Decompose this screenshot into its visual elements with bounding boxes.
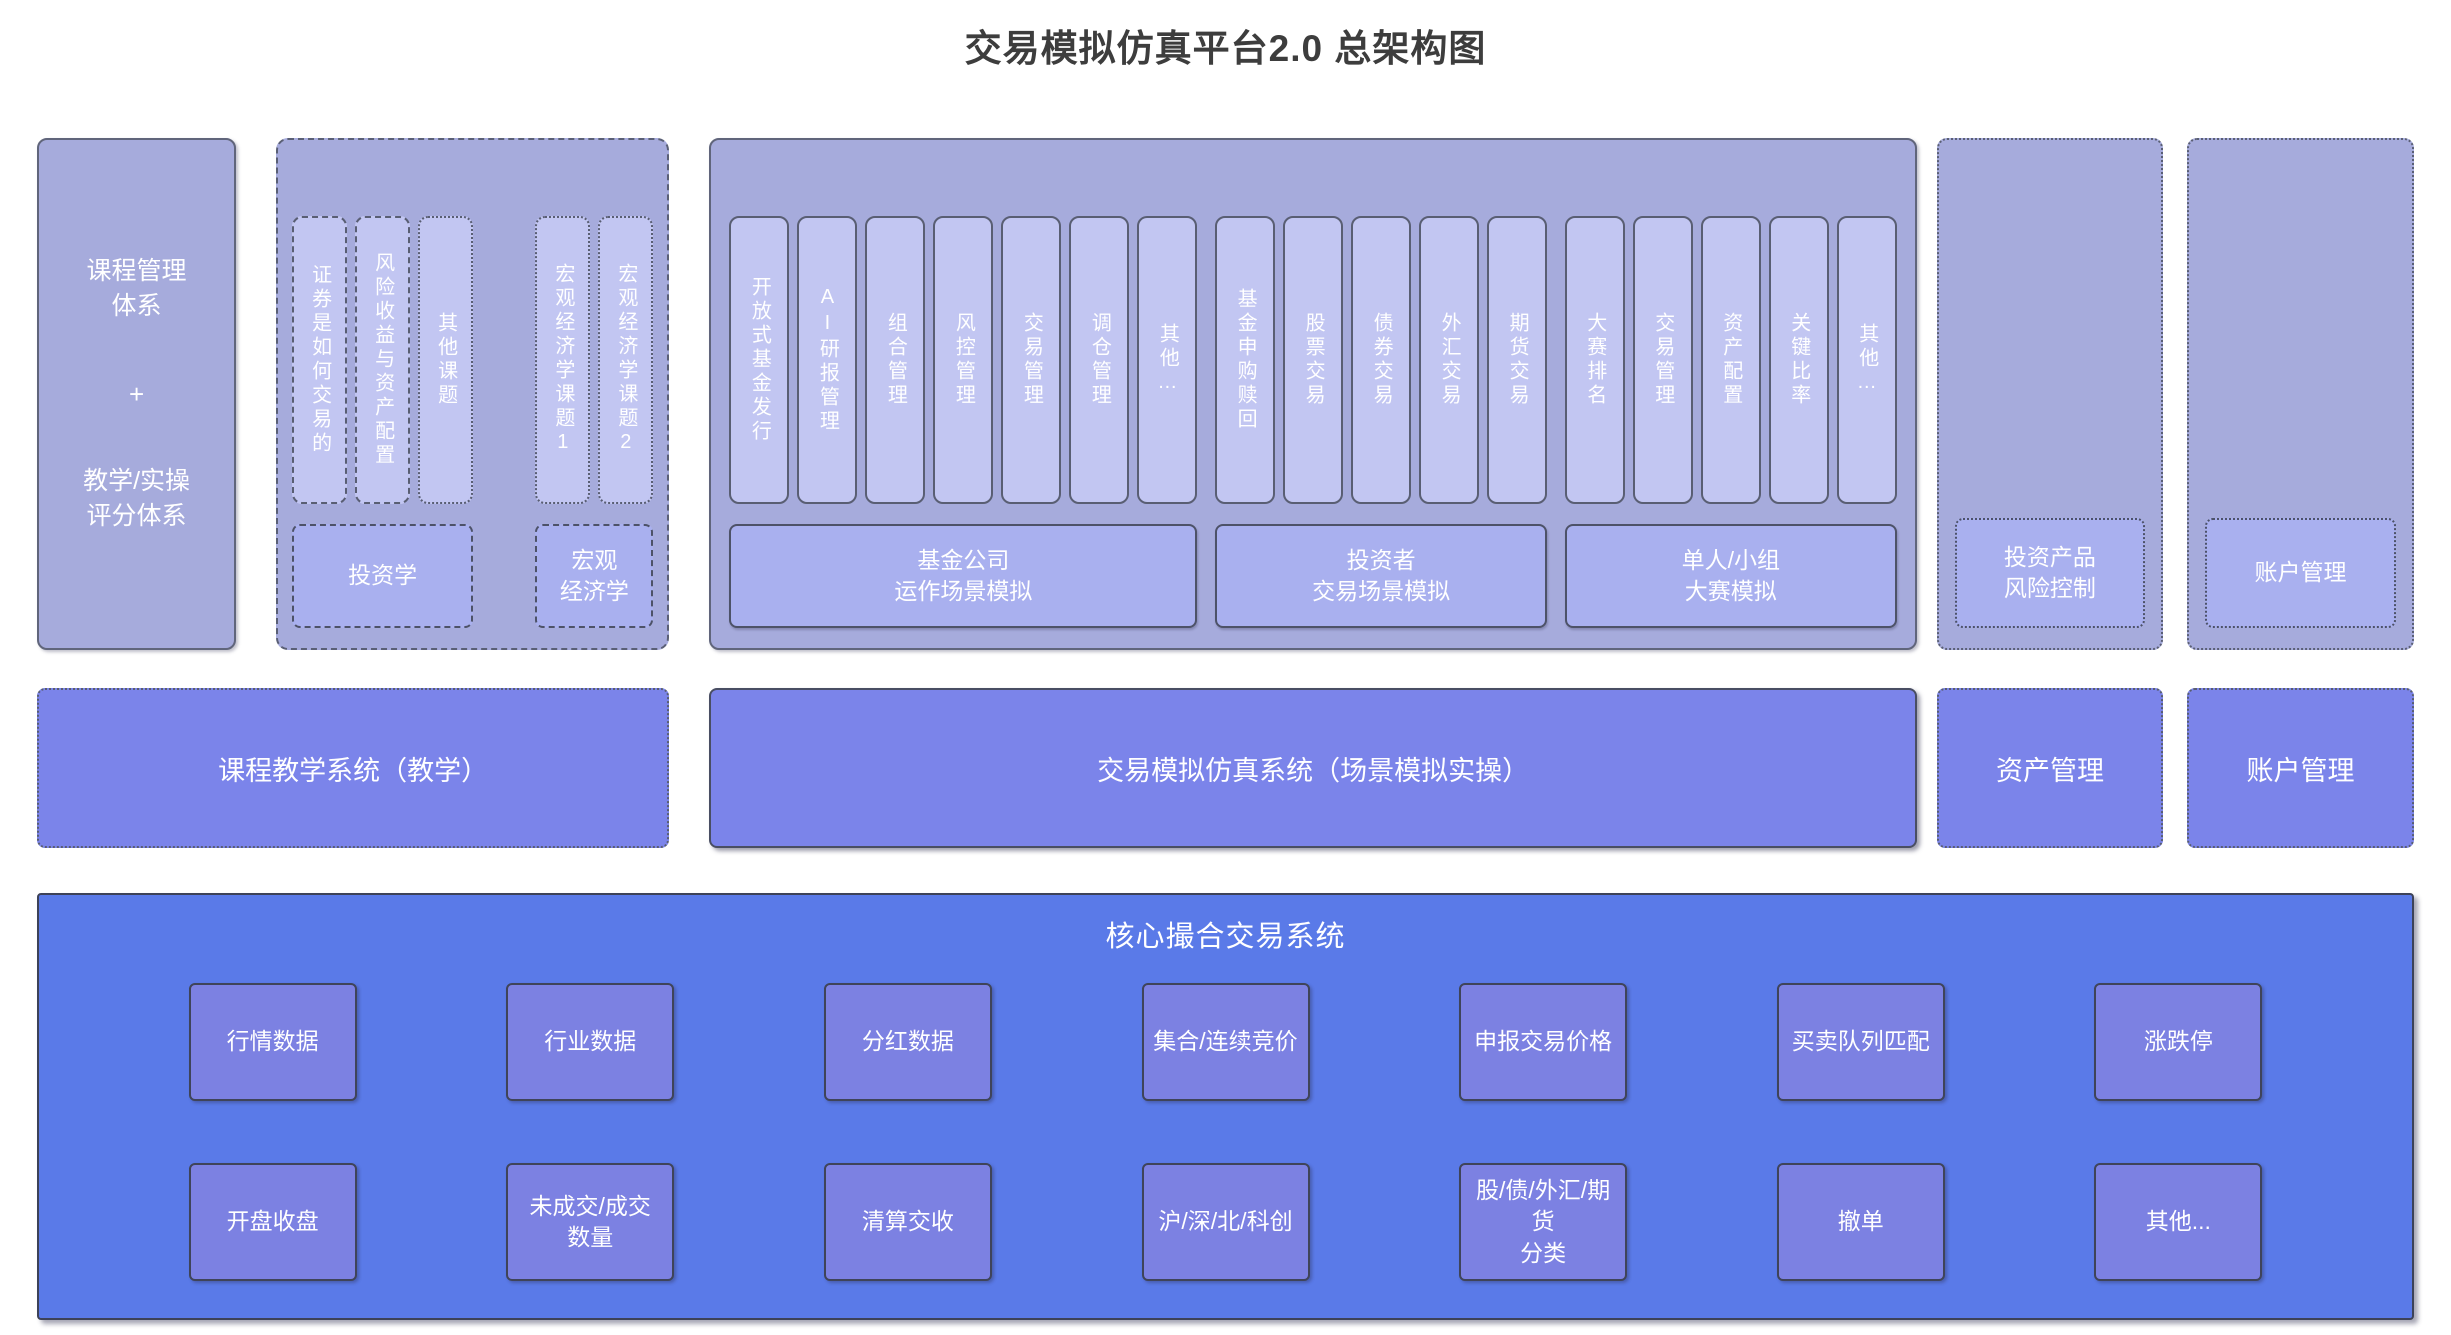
page-title: 交易模拟仿真平台2.0 总架构图: [964, 28, 1487, 69]
asset-management-box: 资产管理: [1936, 688, 2163, 848]
investment-course-footer: 投资学: [292, 524, 474, 628]
topic-column: 风险收益与资产配置: [355, 216, 411, 504]
core-module-cell: 其他...: [2094, 1163, 2263, 1281]
core-matching-system-title: 核心撮合交易系统: [1105, 921, 1346, 953]
risk-control-panel: 投资产品 风险控制: [1936, 138, 2163, 650]
core-module-cell: 行情数据: [188, 983, 357, 1101]
scenario-column: 开放式基金发行: [729, 216, 790, 504]
course-management-panel: 课程管理 体系 + 教学/实操 评分体系: [37, 138, 237, 650]
core-module-cell: 买卖队列匹配: [1776, 983, 1945, 1101]
account-panel: 账户管理: [2186, 138, 2414, 650]
core-module-cell: 分红数据: [823, 983, 992, 1101]
core-module-cell: 开盘收盘: [188, 1163, 357, 1281]
macroeconomics-course-group: 宏观经济学课题1 宏观经济学课题2 宏观 经济学: [535, 216, 654, 628]
core-module-cell: 沪/深/北/科创: [1141, 1163, 1310, 1281]
macroeconomics-course-footer: 宏观 经济学: [535, 524, 654, 628]
competition-footer: 单人/小组 大赛模拟: [1564, 524, 1897, 628]
top-row: 课程管理 体系 + 教学/实操 评分体系 证券是如何交易的 风险收益与资产配置 …: [37, 138, 2414, 650]
scenario-column: 交易管理: [1001, 216, 1062, 504]
core-module-cell: 股/债/外汇/期货 分类: [1459, 1163, 1628, 1281]
fund-company-footer: 基金公司 运作场景模拟: [729, 524, 1198, 628]
scenario-column: 大赛排名: [1564, 216, 1625, 504]
macroeconomics-course-columns: 宏观经济学课题1 宏观经济学课题2: [535, 216, 654, 504]
topic-column: 宏观经济学课题2: [598, 216, 654, 504]
course-teaching-system-box: 课程教学系统（教学）: [37, 688, 670, 848]
investment-course-group: 证券是如何交易的 风险收益与资产配置 其他课题 投资学: [292, 216, 474, 628]
core-module-cell: 行业数据: [506, 983, 675, 1101]
scenario-column: 风控管理: [933, 216, 994, 504]
core-module-cell: 撤单: [1776, 1163, 1945, 1281]
account-panel-footer: 账户管理: [2204, 518, 2396, 628]
core-matching-grid: 行情数据 行业数据 分红数据 集合/连续竞价 申报交易价格 买卖队列匹配 涨跌停…: [39, 983, 2412, 1281]
scenario-column: 组合管理: [865, 216, 926, 504]
topic-column: 宏观经济学课题1: [535, 216, 591, 504]
investor-trading-footer: 投资者 交易场景模拟: [1215, 524, 1548, 628]
core-module-cell: 集合/连续竞价: [1141, 983, 1310, 1101]
scenario-column: 交易管理: [1632, 216, 1693, 504]
trading-simulation-system-box: 交易模拟仿真系统（场景模拟实操）: [709, 688, 1917, 848]
investor-trading-columns: 基金申购赎回 股票交易 债券交易 外汇交易 期货交易: [1215, 216, 1548, 504]
scenario-column: AI研报管理: [797, 216, 858, 504]
simulation-scenarios-panel: 开放式基金发行 AI研报管理 组合管理 风控管理 交易管理 调仓管理 其他… 基…: [709, 138, 1917, 650]
investor-trading-group: 基金申购赎回 股票交易 债券交易 外汇交易 期货交易 投资者 交易场景模拟: [1215, 216, 1548, 628]
scenario-column: 股票交易: [1283, 216, 1344, 504]
topic-column: 其他课题: [418, 216, 474, 504]
scenario-column: 期货交易: [1487, 216, 1548, 504]
core-module-cell: 未成交/成交 数量: [506, 1163, 675, 1281]
fund-company-columns: 开放式基金发行 AI研报管理 组合管理 风控管理 交易管理 调仓管理 其他…: [729, 216, 1198, 504]
risk-control-footer: 投资产品 风险控制: [1954, 518, 2145, 628]
scenario-column: 债券交易: [1351, 216, 1412, 504]
systems-row: 课程教学系统（教学） 交易模拟仿真系统（场景模拟实操） 资产管理 账户管理: [37, 688, 2414, 848]
core-module-cell: 涨跌停: [2094, 983, 2263, 1101]
plus-sign: +: [128, 378, 145, 409]
scenario-column: 调仓管理: [1069, 216, 1130, 504]
scenario-column: 基金申购赎回: [1215, 216, 1276, 504]
core-module-cell: 清算交收: [823, 1163, 992, 1281]
scoring-system-label: 教学/实操 评分体系: [83, 467, 191, 531]
investment-course-columns: 证券是如何交易的 风险收益与资产配置 其他课题: [292, 216, 474, 504]
scenario-column: 资产配置: [1700, 216, 1761, 504]
scenario-column: 其他…: [1137, 216, 1198, 504]
teaching-topics-panel: 证券是如何交易的 风险收益与资产配置 其他课题 投资学 宏观经济学课题1 宏观经…: [276, 138, 670, 650]
topic-column: 证券是如何交易的: [292, 216, 348, 504]
course-management-label: 课程管理 体系: [86, 256, 187, 320]
core-matching-system: 核心撮合交易系统 行情数据 行业数据 分红数据 集合/连续竞价 申报交易价格 买…: [37, 893, 2414, 1320]
scenario-column: 其他…: [1836, 216, 1897, 504]
scenario-column: 外汇交易: [1419, 216, 1480, 504]
competition-group: 大赛排名 交易管理 资产配置 关键比率 其他… 单人/小组 大赛模拟: [1564, 216, 1897, 628]
fund-company-group: 开放式基金发行 AI研报管理 组合管理 风控管理 交易管理 调仓管理 其他… 基…: [729, 216, 1198, 628]
competition-columns: 大赛排名 交易管理 资产配置 关键比率 其他…: [1564, 216, 1897, 504]
account-management-box: 账户管理: [2186, 688, 2414, 848]
scenario-column: 关键比率: [1768, 216, 1829, 504]
core-module-cell: 申报交易价格: [1459, 983, 1628, 1101]
